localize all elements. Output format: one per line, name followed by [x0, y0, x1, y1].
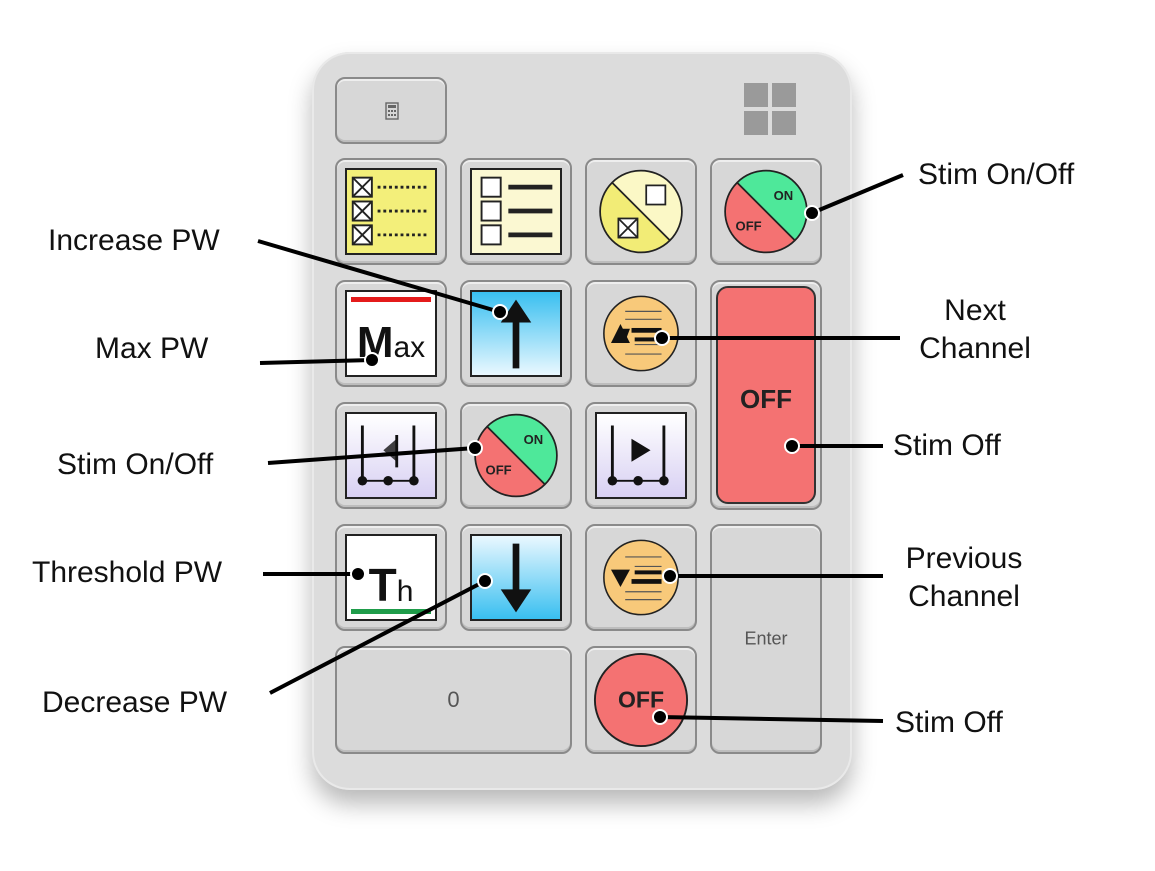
- stim-onoff-key-middle[interactable]: ON OFF: [460, 402, 572, 509]
- callout-previous-channel-line1: Previous: [905, 542, 1023, 575]
- checked-list-icon: [345, 168, 437, 255]
- enter-key-label: Enter: [744, 628, 788, 649]
- unchecked-list-icon: [470, 168, 562, 255]
- max-pw-key[interactable]: Max: [335, 280, 447, 387]
- callout-decrease-pw: Decrease PW: [42, 686, 228, 719]
- stim-off-round-label: OFF: [618, 687, 664, 713]
- stim-off-text: OFF: [486, 463, 512, 478]
- next-channel-key[interactable]: [585, 280, 697, 387]
- next-channel-icon: [599, 294, 683, 373]
- max-pw-icon: Max: [345, 290, 437, 377]
- callout-increase-pw: Increase PW: [48, 224, 220, 257]
- max-big-letter: M: [356, 318, 394, 367]
- numeric-keypad: ON OFF Max: [312, 52, 852, 790]
- stim-off-text: OFF: [736, 219, 762, 234]
- previous-channel-key[interactable]: [585, 524, 697, 631]
- callout-stim-onoff-right: Stim On/Off: [918, 158, 1075, 191]
- max-red-line: [351, 297, 431, 302]
- th-small-letter: h: [396, 575, 414, 608]
- th-big-letter: T: [368, 559, 397, 611]
- callout-previous-channel: Previous Channel: [888, 540, 1040, 616]
- callout-stim-onoff-left: Stim On/Off: [57, 448, 214, 481]
- stim-off-big-key[interactable]: OFF: [710, 280, 822, 510]
- decrease-pw-key[interactable]: [460, 524, 572, 631]
- increase-pw-key[interactable]: [460, 280, 572, 387]
- checked-list-key[interactable]: [335, 158, 447, 265]
- callout-stim-off-bottom: Stim Off: [895, 706, 1003, 739]
- stim-onoff-icon: ON OFF: [720, 168, 812, 255]
- zero-key[interactable]: 0: [335, 646, 572, 754]
- callout-max-pw: Max PW: [95, 332, 209, 365]
- stim-on-text: ON: [774, 188, 794, 203]
- zero-key-label: 0: [447, 687, 460, 712]
- stim-onoff-icon: ON OFF: [470, 412, 562, 499]
- previous-channel-icon: [599, 538, 683, 617]
- threshold-pw-icon: Th: [345, 534, 437, 621]
- select-toggle-icon: [595, 168, 687, 255]
- stim-on-text: ON: [524, 432, 544, 447]
- unchecked-list-key[interactable]: [460, 158, 572, 265]
- select-toggle-key[interactable]: [585, 158, 697, 265]
- callout-previous-channel-line2: Channel: [908, 580, 1020, 613]
- stim-off-big-label: OFF: [740, 384, 792, 414]
- stim-off-round-key[interactable]: OFF: [585, 646, 697, 754]
- callout-next-channel: Next Channel: [900, 292, 1050, 368]
- play-forward-key[interactable]: [585, 402, 697, 509]
- calculator-icon: [385, 102, 399, 120]
- calculator-key[interactable]: [335, 77, 447, 144]
- th-green-line: [351, 609, 431, 614]
- threshold-pw-key[interactable]: Th: [335, 524, 447, 631]
- stim-off-round-icon: OFF: [591, 652, 691, 748]
- down-arrow-icon: [470, 534, 562, 621]
- callout-next-channel-line2: Channel: [919, 332, 1031, 365]
- max-small-letters: ax: [393, 331, 426, 364]
- play-forward-icon: [595, 412, 687, 499]
- enter-key[interactable]: Enter: [710, 524, 822, 754]
- windows-logo: [744, 83, 796, 135]
- play-back-icon: [345, 412, 437, 499]
- callout-threshold-pw: Threshold PW: [32, 556, 223, 589]
- play-back-key[interactable]: [335, 402, 447, 509]
- stim-onoff-key-top[interactable]: ON OFF: [710, 158, 822, 265]
- callout-stim-off-right: Stim Off: [893, 429, 1001, 462]
- callout-next-channel-line1: Next: [944, 294, 1006, 327]
- stim-off-big-face: OFF: [716, 286, 816, 504]
- up-arrow-icon: [470, 290, 562, 377]
